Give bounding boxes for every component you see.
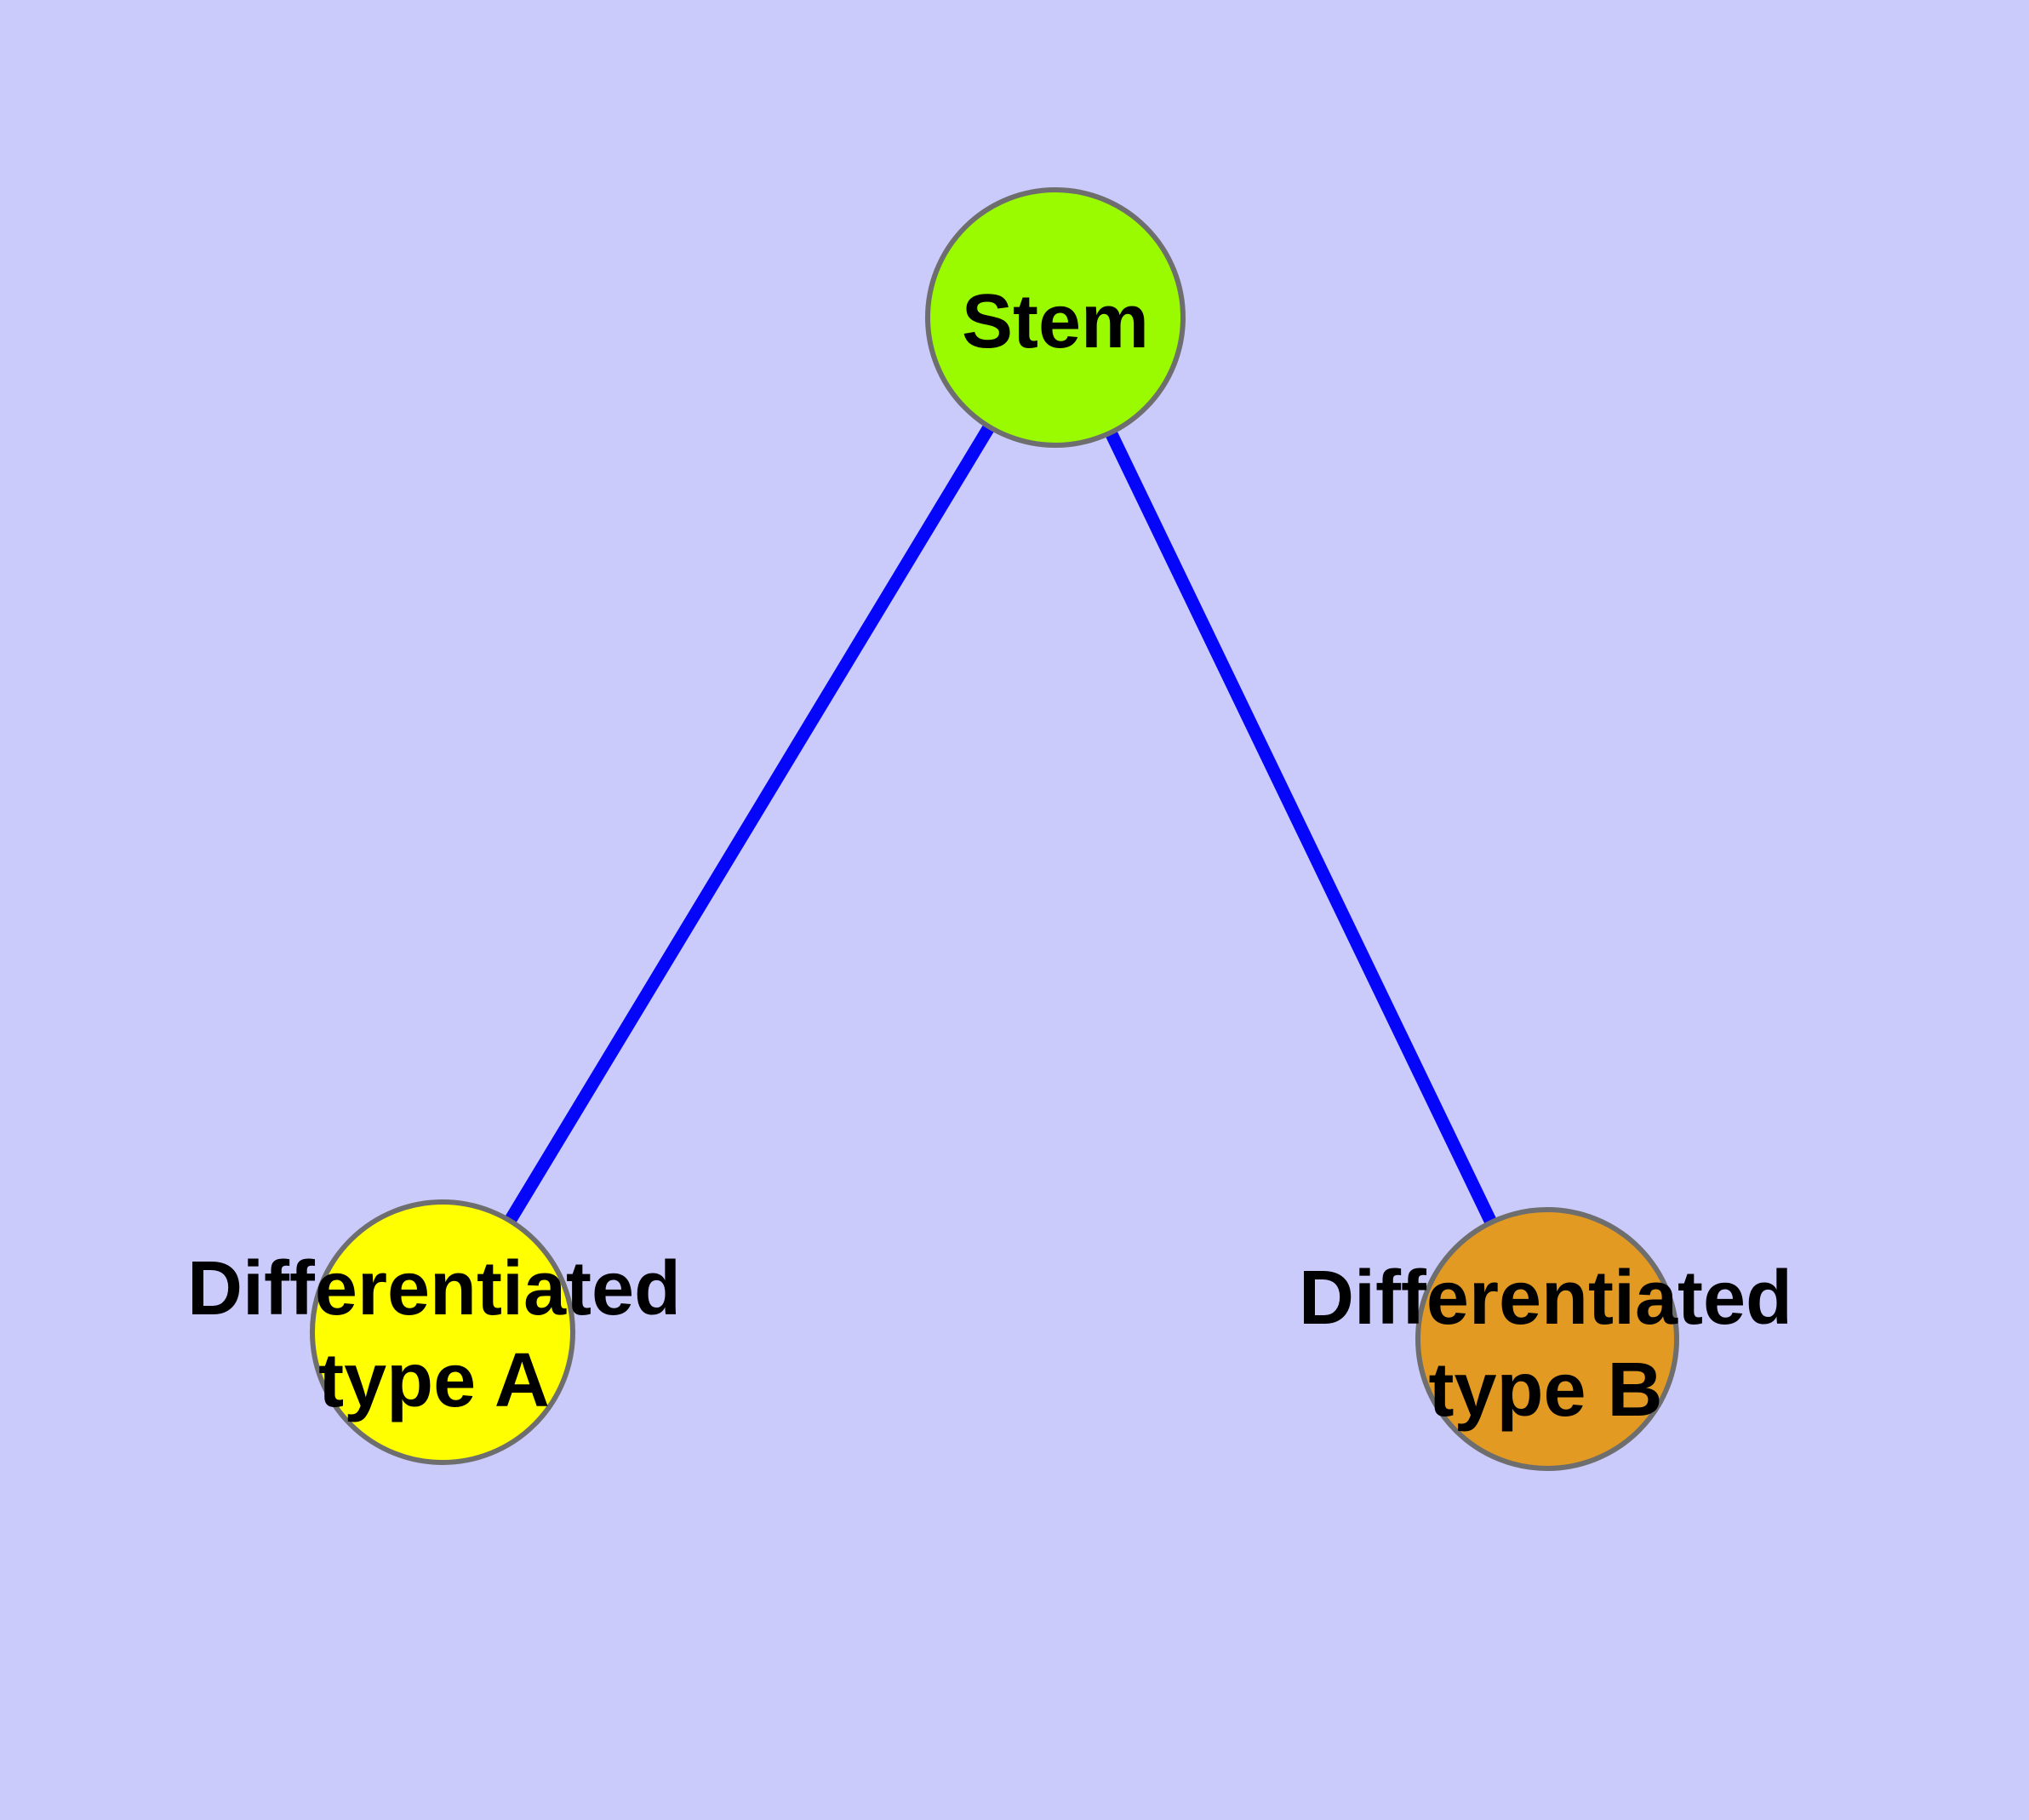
node-type-b-label-line1: Differentiated [1299, 1256, 1792, 1341]
edge-stem-to-type-b [1049, 314, 1553, 1342]
node-type-a-label-line2: type A [318, 1338, 550, 1423]
node-stem [925, 187, 1186, 448]
node-differentiated-type-a [310, 1199, 575, 1465]
node-type-a-label-line1: Differentiated [187, 1246, 681, 1331]
edge-stem-to-type-a [437, 314, 1061, 1336]
node-type-b-label-line2: type B [1428, 1348, 1662, 1433]
node-differentiated-type-b [1415, 1207, 1679, 1471]
node-stem-label: Stem [962, 279, 1149, 364]
